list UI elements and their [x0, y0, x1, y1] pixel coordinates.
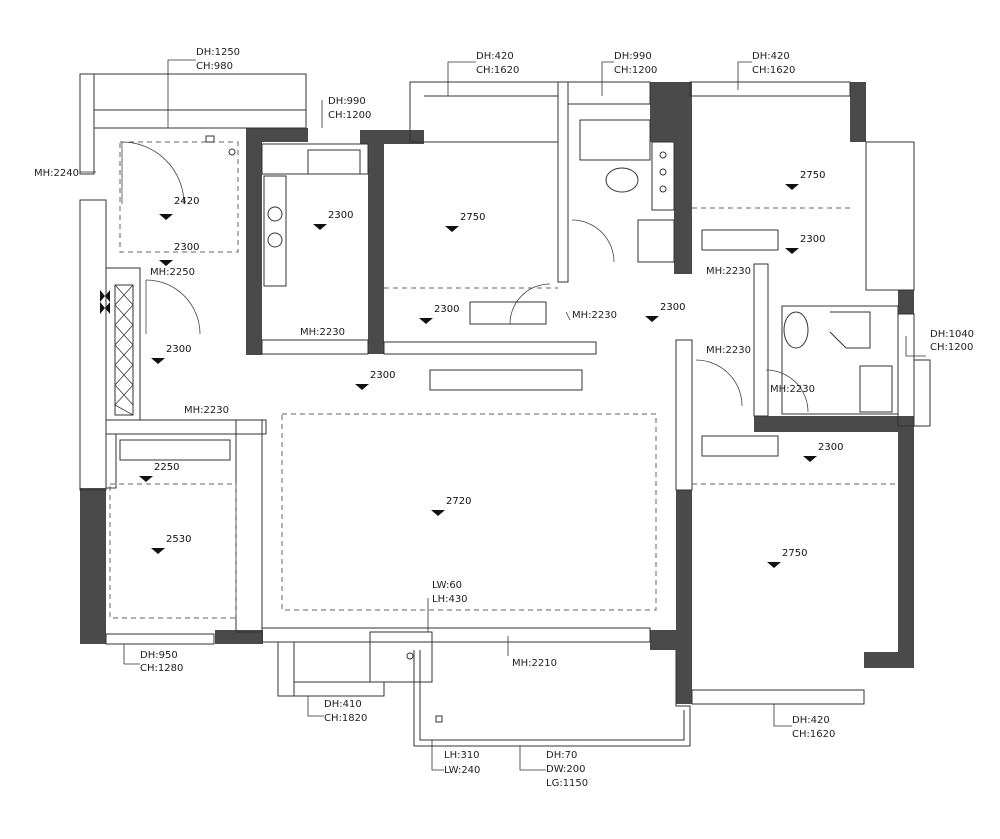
opening-label: LG:1150 — [546, 778, 588, 789]
opening-label: DW:200 — [546, 764, 585, 775]
opening-label: DH:990 — [614, 51, 652, 62]
stove-burner-icon — [267, 232, 283, 248]
ceiling-height-value: 2300 — [660, 302, 685, 313]
ceiling-height-value: 2300 — [818, 442, 843, 453]
opening-label: DH:420 — [476, 51, 514, 62]
ac-unit-icon — [469, 301, 547, 325]
mh-label: MH:2210 — [512, 658, 557, 669]
opening-label: LH:310 — [444, 750, 480, 761]
ac-unit-icon — [701, 229, 779, 251]
basin-icon — [637, 219, 675, 263]
opening-label: CH:1200 — [328, 110, 371, 121]
mh-label: MH:2250 — [150, 267, 195, 278]
mh-labels: MH:2240 MH:2250 MH:2230 MH:2230 MH:2230 … — [34, 168, 815, 669]
toilet-icon — [605, 167, 639, 193]
toilet-icon — [783, 311, 809, 349]
ceiling-height-value: 2300 — [434, 304, 459, 315]
ceiling-height-value: 2300 — [328, 210, 353, 221]
opening-label: DH:1250 — [196, 47, 240, 58]
ceiling-height-markers: 2420 2300 2300 2750 2300 2750 2300 2300 … — [139, 170, 843, 568]
ac-unit-icon — [701, 435, 779, 457]
opening-label: DH:950 — [140, 650, 178, 661]
ac-unit-icon — [429, 369, 583, 391]
ceiling-height-value: 2750 — [460, 212, 485, 223]
ceiling-height-value: 2720 — [446, 496, 471, 507]
ceiling-height-value: 2530 — [166, 534, 191, 545]
kitchen-sink-icon — [307, 149, 361, 175]
opening-label: DH:420 — [752, 51, 790, 62]
outline-walls — [79, 73, 931, 747]
ac-units — [119, 229, 779, 461]
mh-label: MH:2230 — [184, 405, 229, 416]
ceiling-height-value: 2300 — [174, 242, 199, 253]
ceiling-height-value: 2750 — [782, 548, 807, 559]
opening-label: CH:1280 — [140, 663, 183, 674]
mh-label: MH:2230 — [770, 384, 815, 395]
storage-cabinet — [100, 284, 134, 416]
opening-label: DH:70 — [546, 750, 577, 761]
opening-label: DH:410 — [324, 699, 362, 710]
opening-label: CH:1200 — [614, 65, 657, 76]
opening-label: CH:1200 — [930, 342, 973, 353]
doors — [121, 141, 809, 413]
opening-leaders — [123, 59, 926, 771]
mh-label: MH:2230 — [572, 310, 617, 321]
opening-label: DH:990 — [328, 96, 366, 107]
opening-label: DH:1040 — [930, 329, 974, 340]
opening-label: DH:420 — [792, 715, 830, 726]
mh-label: MH:2230 — [706, 266, 751, 277]
mh-label: MH:2240 — [34, 168, 79, 179]
walls — [80, 82, 914, 704]
opening-label: LW:60 — [432, 580, 462, 591]
mh-label: MH:2230 — [706, 345, 751, 356]
ceiling-height-value: 2300 — [370, 370, 395, 381]
opening-label: LW:240 — [444, 765, 480, 776]
ceiling-height-value: 2300 — [426, 304, 451, 315]
mh-label: MH:2230 — [300, 327, 345, 338]
opening-label: CH:1620 — [476, 65, 519, 76]
ac-unit-icon — [119, 439, 231, 461]
opening-label: CH:1620 — [752, 65, 795, 76]
ceiling-height-value: 2250 — [154, 462, 179, 473]
ceiling-height-value: 2420 — [174, 196, 199, 207]
ceiling-height-value: 2300 — [166, 344, 191, 355]
opening-label: CH:1620 — [792, 729, 835, 740]
opening-label: CH:1820 — [324, 713, 367, 724]
ceiling-height-value: 2750 — [800, 170, 825, 181]
basin-icon — [859, 365, 893, 413]
fixtures — [205, 119, 899, 723]
stove-burner-icon — [267, 206, 283, 222]
opening-label: CH:980 — [196, 61, 233, 72]
ceiling-outlines — [109, 141, 898, 619]
ceiling-height-value: 2300 — [800, 234, 825, 245]
opening-labels: DH:1250 CH:980 DH:990 CH:1200 DH:420 CH:… — [140, 47, 974, 789]
opening-label: LH:430 — [432, 594, 468, 605]
